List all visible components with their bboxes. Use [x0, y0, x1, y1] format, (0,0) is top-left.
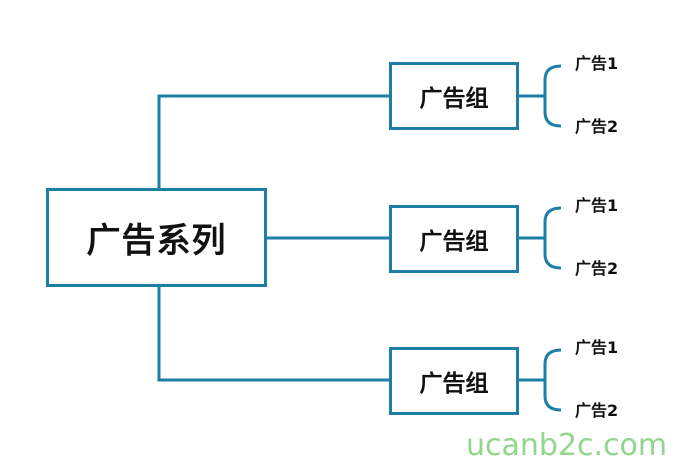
campaign-box: 广告系列 — [46, 188, 267, 287]
ad-label: 广告1 — [575, 338, 619, 357]
brace-group-0 — [519, 64, 562, 128]
ad-label: 广告2 — [575, 117, 619, 136]
ad-label: 广告2 — [575, 401, 619, 420]
ad-group-box: 广告组 — [389, 347, 519, 415]
brace-group-2 — [519, 348, 562, 412]
watermark-text: ucanb2c.com — [466, 428, 668, 463]
ad-group-box: 广告组 — [389, 62, 519, 130]
campaign-label: 广告系列 — [86, 221, 227, 261]
ad-group-box: 广告组 — [389, 205, 519, 273]
connector-root-to-group-2 — [157, 287, 389, 382]
ad-group-label: 广告组 — [419, 229, 489, 255]
connector-root-to-group-0 — [157, 94, 389, 188]
ad-label: 广告1 — [575, 54, 619, 73]
ad-label: 广告1 — [575, 196, 619, 215]
ad-group-label: 广告组 — [419, 86, 489, 112]
ad-label: 广告2 — [575, 259, 619, 278]
brace-group-1 — [519, 206, 562, 270]
ad-group-label: 广告组 — [419, 371, 489, 397]
